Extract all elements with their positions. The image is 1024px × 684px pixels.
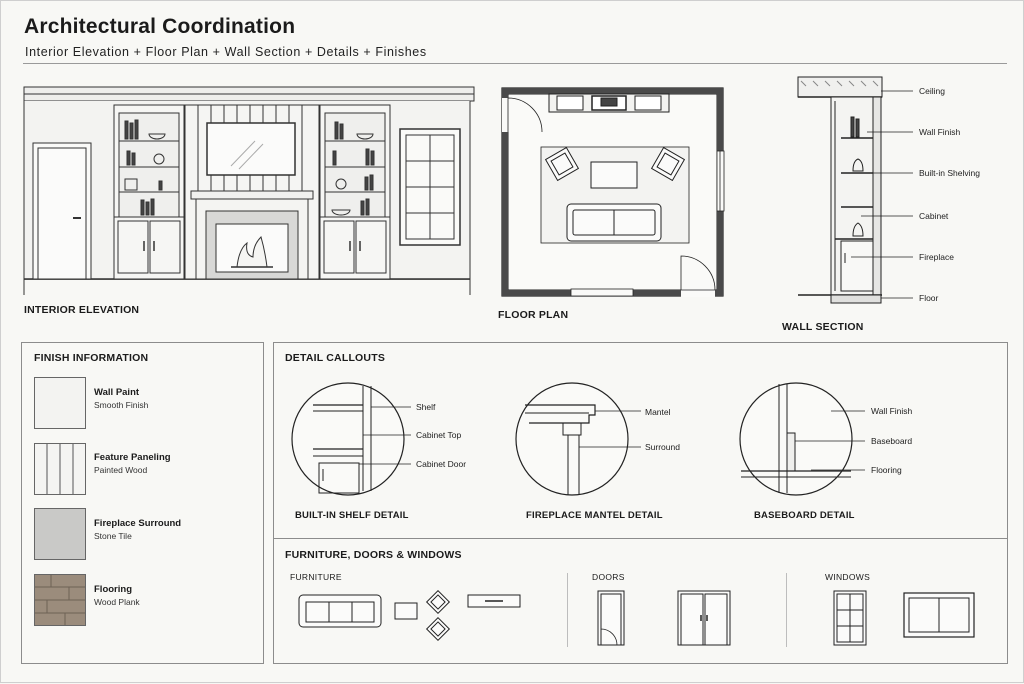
finish-panel-title: FINISH INFORMATION	[34, 352, 149, 364]
shelf-callout-cabinet-top: Cabinet Top	[416, 430, 462, 440]
section-callout-floor: Floor	[919, 293, 939, 303]
section-callout-wall-finish: Wall Finish	[919, 127, 961, 137]
section-callout-cabinet: Cabinet	[919, 211, 949, 221]
section-callout-fireplace: Fireplace	[919, 252, 954, 262]
finish-desc: Smooth Finish	[94, 400, 149, 410]
title-rule	[23, 63, 1007, 64]
furniture-label: FURNITURE	[290, 572, 342, 582]
shelf-callout-cabinet-door: Cabinet Door	[416, 459, 467, 469]
mantel-callout-mantel: Mantel	[645, 407, 671, 417]
swatch-fireplace-surround	[34, 508, 86, 560]
page-subtitle: Interior Elevation + Floor Plan + Wall S…	[25, 45, 427, 59]
section-label: WALL SECTION	[782, 321, 864, 333]
baseboard-callout-flooring: Flooring	[871, 465, 902, 475]
floorplan-label: FLOOR PLAN	[498, 309, 569, 321]
doors-label: DOORS	[592, 572, 625, 582]
finish-name: Flooring	[94, 584, 132, 595]
finish-name: Feature Paneling	[94, 452, 171, 463]
finish-name: Wall Paint	[94, 387, 140, 398]
windows-label: WINDOWS	[825, 572, 871, 582]
mantel-callout-surround: Surround	[645, 442, 680, 452]
finish-name: Fireplace Surround	[94, 518, 182, 529]
symbols-divider-2	[786, 573, 787, 647]
finish-desc: Stone Tile	[94, 531, 132, 541]
detail-panel-title: DETAIL CALLOUTS	[285, 352, 386, 364]
panel-divider	[273, 538, 1008, 539]
baseboard-detail-label: BASEBOARD DETAIL	[754, 510, 855, 521]
shelf-detail-label: BUILT-IN SHELF DETAIL	[295, 510, 409, 521]
section-callout-ceiling: Ceiling	[919, 86, 945, 96]
finish-desc: Painted Wood	[94, 465, 148, 475]
swatch-feature-paneling	[34, 443, 86, 495]
page-title: Architectural Coordination	[24, 15, 296, 38]
shelf-callout-shelf: Shelf	[416, 402, 436, 412]
symbols-divider-1	[567, 573, 568, 647]
swatch-flooring	[34, 574, 86, 626]
baseboard-callout-wall-finish: Wall Finish	[871, 406, 913, 416]
section-callout-shelving: Built-in Shelving	[919, 168, 980, 178]
mantel-detail-label: FIREPLACE MANTEL DETAIL	[526, 510, 663, 521]
swatch-wall-paint	[34, 377, 86, 429]
symbols-title: FURNITURE, DOORS & WINDOWS	[285, 549, 462, 561]
elevation-label: INTERIOR ELEVATION	[24, 304, 140, 316]
baseboard-callout-baseboard: Baseboard	[871, 436, 913, 446]
finish-desc: Wood Plank	[94, 597, 140, 607]
